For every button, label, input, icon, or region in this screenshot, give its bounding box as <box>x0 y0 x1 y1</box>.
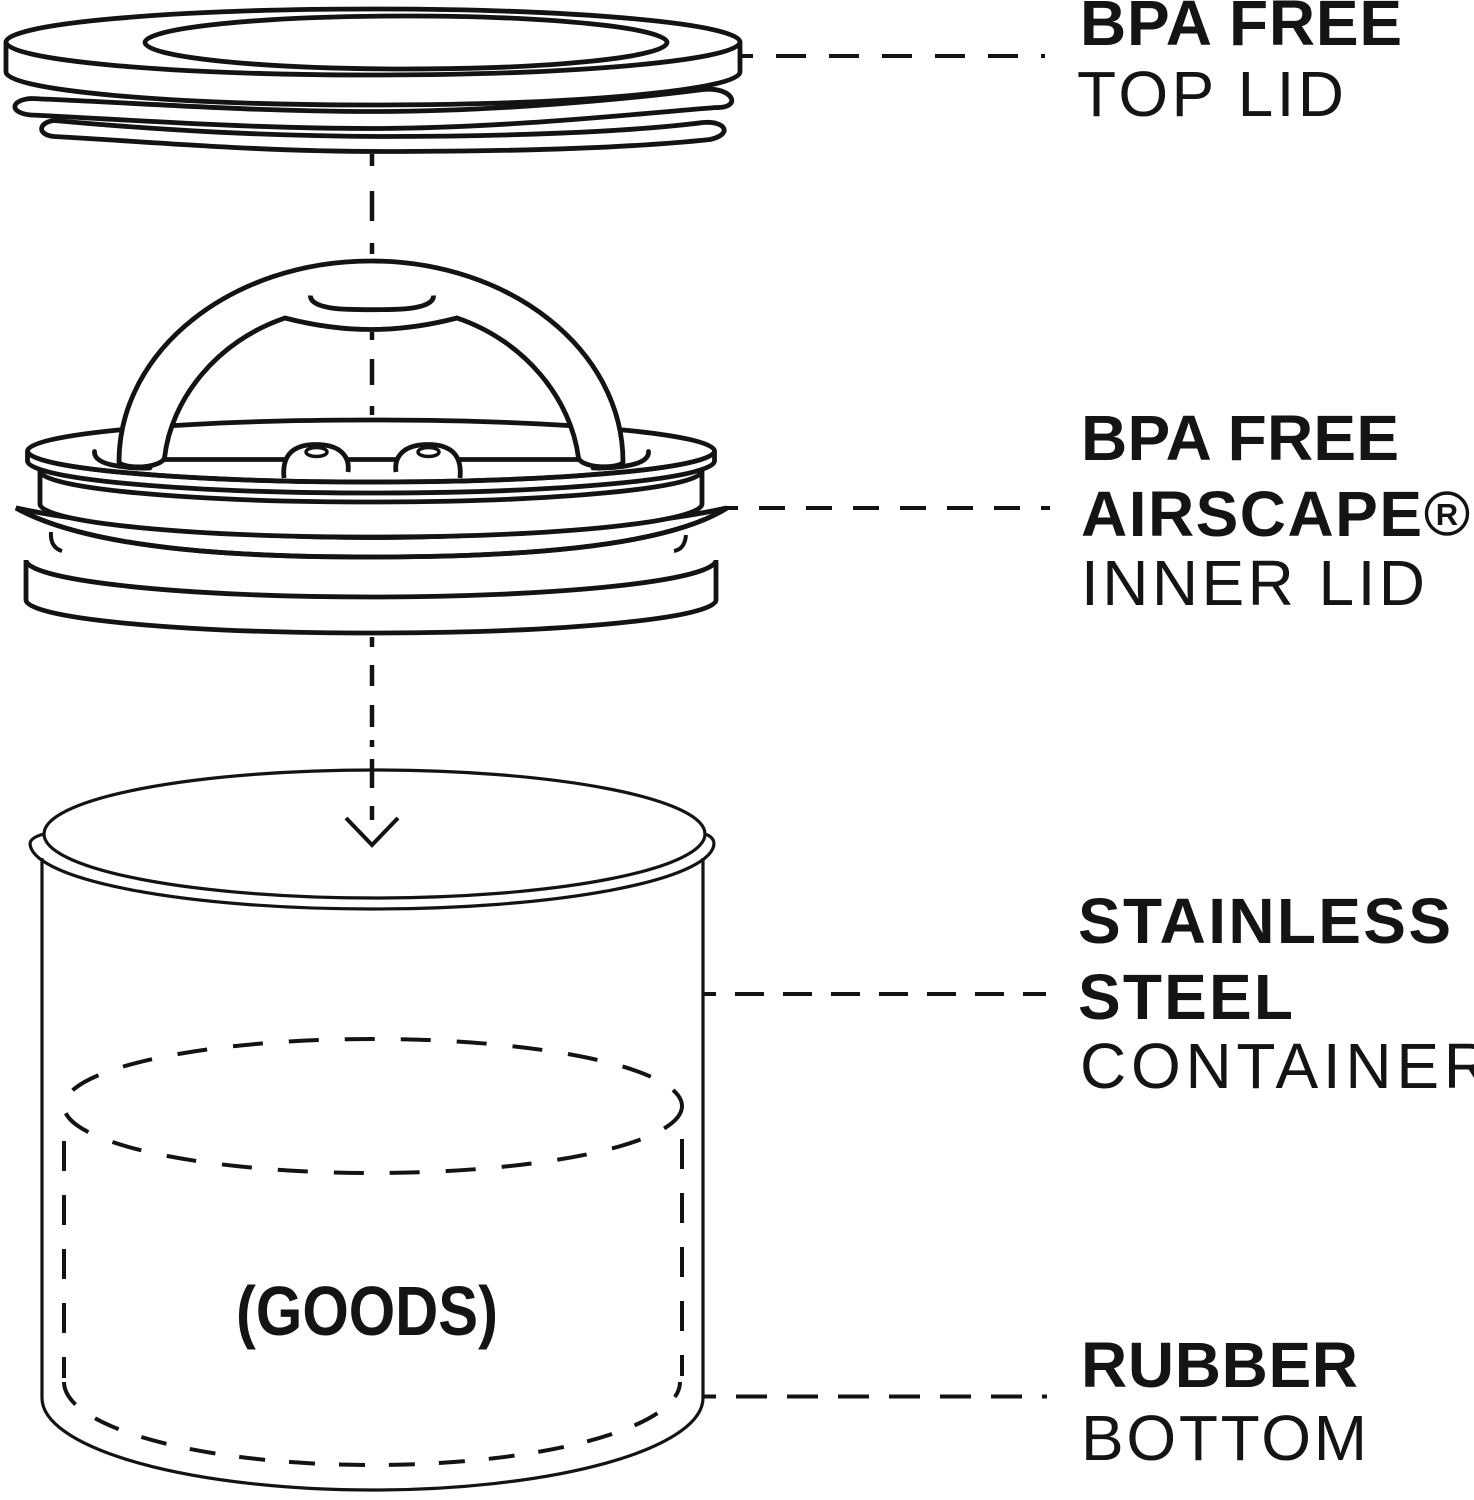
svg-text:BPA FREE: BPA FREE <box>1080 0 1402 59</box>
svg-text:BOTTOM: BOTTOM <box>1081 1402 1367 1474</box>
svg-text:CONTAINER: CONTAINER <box>1080 1030 1474 1102</box>
svg-text:RUBBER: RUBBER <box>1081 1329 1358 1401</box>
svg-text:INNER LID: INNER LID <box>1081 547 1425 619</box>
svg-text:BPA FREE: BPA FREE <box>1081 402 1399 474</box>
svg-text:AIRSCAPE: AIRSCAPE <box>1081 478 1422 550</box>
svg-text:R: R <box>1436 497 1458 532</box>
svg-text:(GOODS): (GOODS) <box>236 1272 498 1350</box>
svg-text:STEEL: STEEL <box>1078 961 1293 1033</box>
svg-text:TOP LID: TOP LID <box>1077 58 1344 130</box>
svg-text:STAINLESS: STAINLESS <box>1078 885 1451 957</box>
